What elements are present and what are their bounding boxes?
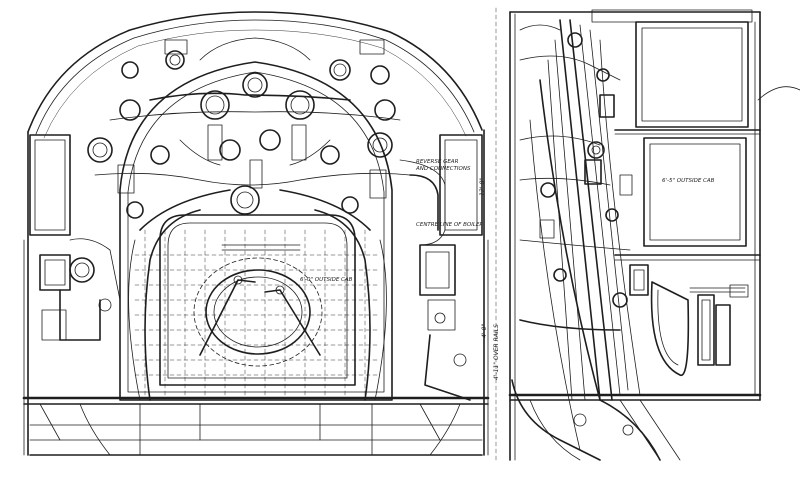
staybolt-grid — [134, 229, 381, 396]
right-brake-stand — [419, 244, 471, 401]
boiler-backhead — [119, 61, 393, 401]
backhead-view: REVERSE GEAR AND CONNECTIONS CENTRE LINE… — [22, 11, 490, 456]
side-reservoir — [650, 281, 749, 376]
outside-cab-label-left: 6'-0" OUTSIDE CAB — [300, 277, 353, 283]
centre-line-boiler-note: CENTRE LINE OF BOILER — [416, 222, 483, 228]
rail-level-dimension: 4'-11" OVER RAILS — [493, 324, 500, 380]
backhead-piping — [94, 37, 446, 401]
height-dimension-left: 12'-0" — [479, 178, 486, 196]
left-injector — [39, 238, 121, 341]
side-elevation-view: 6'-5" OUTSIDE CAB 4'-0" 4'-11" OVER RAIL… — [481, 9, 800, 461]
side-upper-window — [635, 21, 749, 128]
reverse-gear-note-1: REVERSE GEAR — [416, 159, 459, 165]
reverse-gear-note-2: AND CONNECTIONS — [415, 166, 471, 172]
outside-cab-label-right: 6'-5" OUTSIDE CAB — [662, 178, 715, 184]
cab-roof-arch — [27, 11, 483, 133]
side-piping-bundle — [519, 19, 641, 451]
right-cab-window — [439, 134, 483, 236]
height-dimension-mid: 4'-0" — [481, 324, 488, 338]
left-cab-window — [29, 134, 71, 236]
side-lower-window — [643, 137, 747, 247]
side-valves — [539, 32, 649, 308]
gauge-cluster — [87, 39, 396, 219]
